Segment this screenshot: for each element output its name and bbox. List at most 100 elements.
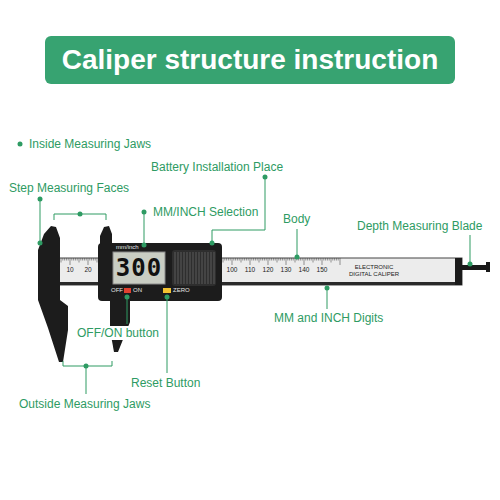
scale-tick: [311, 258, 312, 261]
scale-tick: [269, 258, 270, 261]
scale-tick: [93, 258, 94, 261]
scale-tick: [334, 258, 335, 261]
leader-dot: [325, 286, 330, 291]
scale-tick: [300, 258, 301, 261]
wheel-ridge: [181, 252, 182, 284]
leaders: [40, 177, 470, 394]
scale-tick: [226, 258, 227, 261]
scale-tick: [242, 258, 243, 261]
body-leader: [297, 229, 298, 257]
wheel-ridge: [190, 252, 191, 284]
depth-leader: [470, 235, 471, 264]
scale-tick: [77, 258, 78, 261]
scale-tick: [61, 258, 62, 263]
leader-dot: [165, 295, 170, 300]
scale-tick: [228, 258, 229, 261]
scale-number: 130: [281, 266, 292, 273]
wheel-ridge: [196, 252, 197, 284]
scale-tick: [91, 258, 92, 261]
scale-tick: [277, 258, 278, 263]
digits-leader: [327, 288, 328, 309]
scale-tick: [70, 258, 71, 265]
scale-tick: [230, 258, 231, 261]
part-label: Inside Measuring Jaws: [28, 137, 152, 151]
scale-tick: [340, 258, 341, 265]
scale-tick: [223, 258, 224, 263]
scale-tick: [318, 258, 319, 261]
thumb-wheel: [172, 250, 216, 286]
off-on-button: [124, 288, 131, 293]
fixed-jaw: [38, 226, 68, 362]
part-label: OFF/ON button: [76, 326, 160, 340]
scale-tick: [79, 258, 80, 263]
scale-tick: [82, 258, 83, 261]
scale-tick: [264, 258, 265, 261]
wheel-ridges: [175, 252, 214, 284]
leader-dot: [18, 142, 23, 147]
button-text: ON: [133, 287, 142, 294]
scale-tick: [278, 258, 279, 261]
scale-tick: [266, 258, 267, 261]
scale-tick: [287, 258, 288, 261]
scale-tick: [241, 258, 242, 263]
part-label: MM and INCH Digits: [273, 311, 384, 325]
scale-tick: [73, 258, 74, 261]
scale-tick: [95, 258, 96, 261]
title: Caliper structure instruction: [62, 44, 439, 76]
scale-tick: [304, 258, 305, 265]
scale-tick: [248, 258, 249, 261]
scale-tick: [244, 258, 245, 261]
zero-button: [163, 288, 171, 293]
wheel-ridge: [199, 252, 200, 284]
scale-number: 20: [84, 266, 91, 273]
leader-dot: [84, 364, 89, 369]
scale-tick: [268, 258, 269, 265]
scale-tick: [332, 258, 333, 261]
scale-number: 150: [317, 266, 328, 273]
scale-tick: [235, 258, 236, 261]
scale-tick: [275, 258, 276, 261]
leader-dot: [263, 175, 268, 180]
leader-dot: [38, 197, 43, 202]
scale-number: 100: [227, 266, 238, 273]
leader-dot: [38, 241, 43, 246]
scale-tick: [251, 258, 252, 261]
part-label: MM/INCH Selection: [152, 205, 259, 219]
reset-leader: [167, 297, 168, 373]
leader-dot: [78, 212, 83, 217]
scale-tick: [224, 258, 225, 261]
off-on-leader: [127, 297, 128, 324]
scale-tick: [62, 258, 63, 261]
scale-tick: [309, 258, 310, 261]
scale-tick: [316, 258, 317, 261]
leader-dot: [468, 262, 473, 267]
scale-tick: [313, 258, 314, 263]
scale-tick: [331, 258, 332, 263]
scale-tick: [89, 258, 90, 261]
scale-tick: [323, 258, 324, 261]
scale-tick: [327, 258, 328, 261]
scale-tick: [320, 258, 321, 261]
wheel-ridge: [184, 252, 185, 284]
scale-tick: [273, 258, 274, 261]
leader-dot: [142, 210, 147, 215]
wheel-ridge: [202, 252, 203, 284]
scale-tick: [233, 258, 234, 261]
scale-tick: [86, 258, 87, 261]
scale-tick: [262, 258, 263, 261]
scale-tick: [282, 258, 283, 261]
scale-tick: [66, 258, 67, 261]
scale-tick: [260, 258, 261, 261]
scale-tick: [259, 258, 260, 263]
depth-blade-tip: [486, 262, 490, 272]
scale-tick: [250, 258, 251, 265]
lcd-screen: [113, 252, 165, 284]
slider-body: [98, 243, 222, 301]
scale-tick: [68, 258, 69, 261]
scale-tick: [239, 258, 240, 261]
depth-blade: [458, 265, 490, 270]
wheel-ridge: [211, 252, 212, 284]
leader-dot: [295, 255, 300, 260]
part-label: Body: [282, 212, 311, 226]
scale-tick: [302, 258, 303, 261]
